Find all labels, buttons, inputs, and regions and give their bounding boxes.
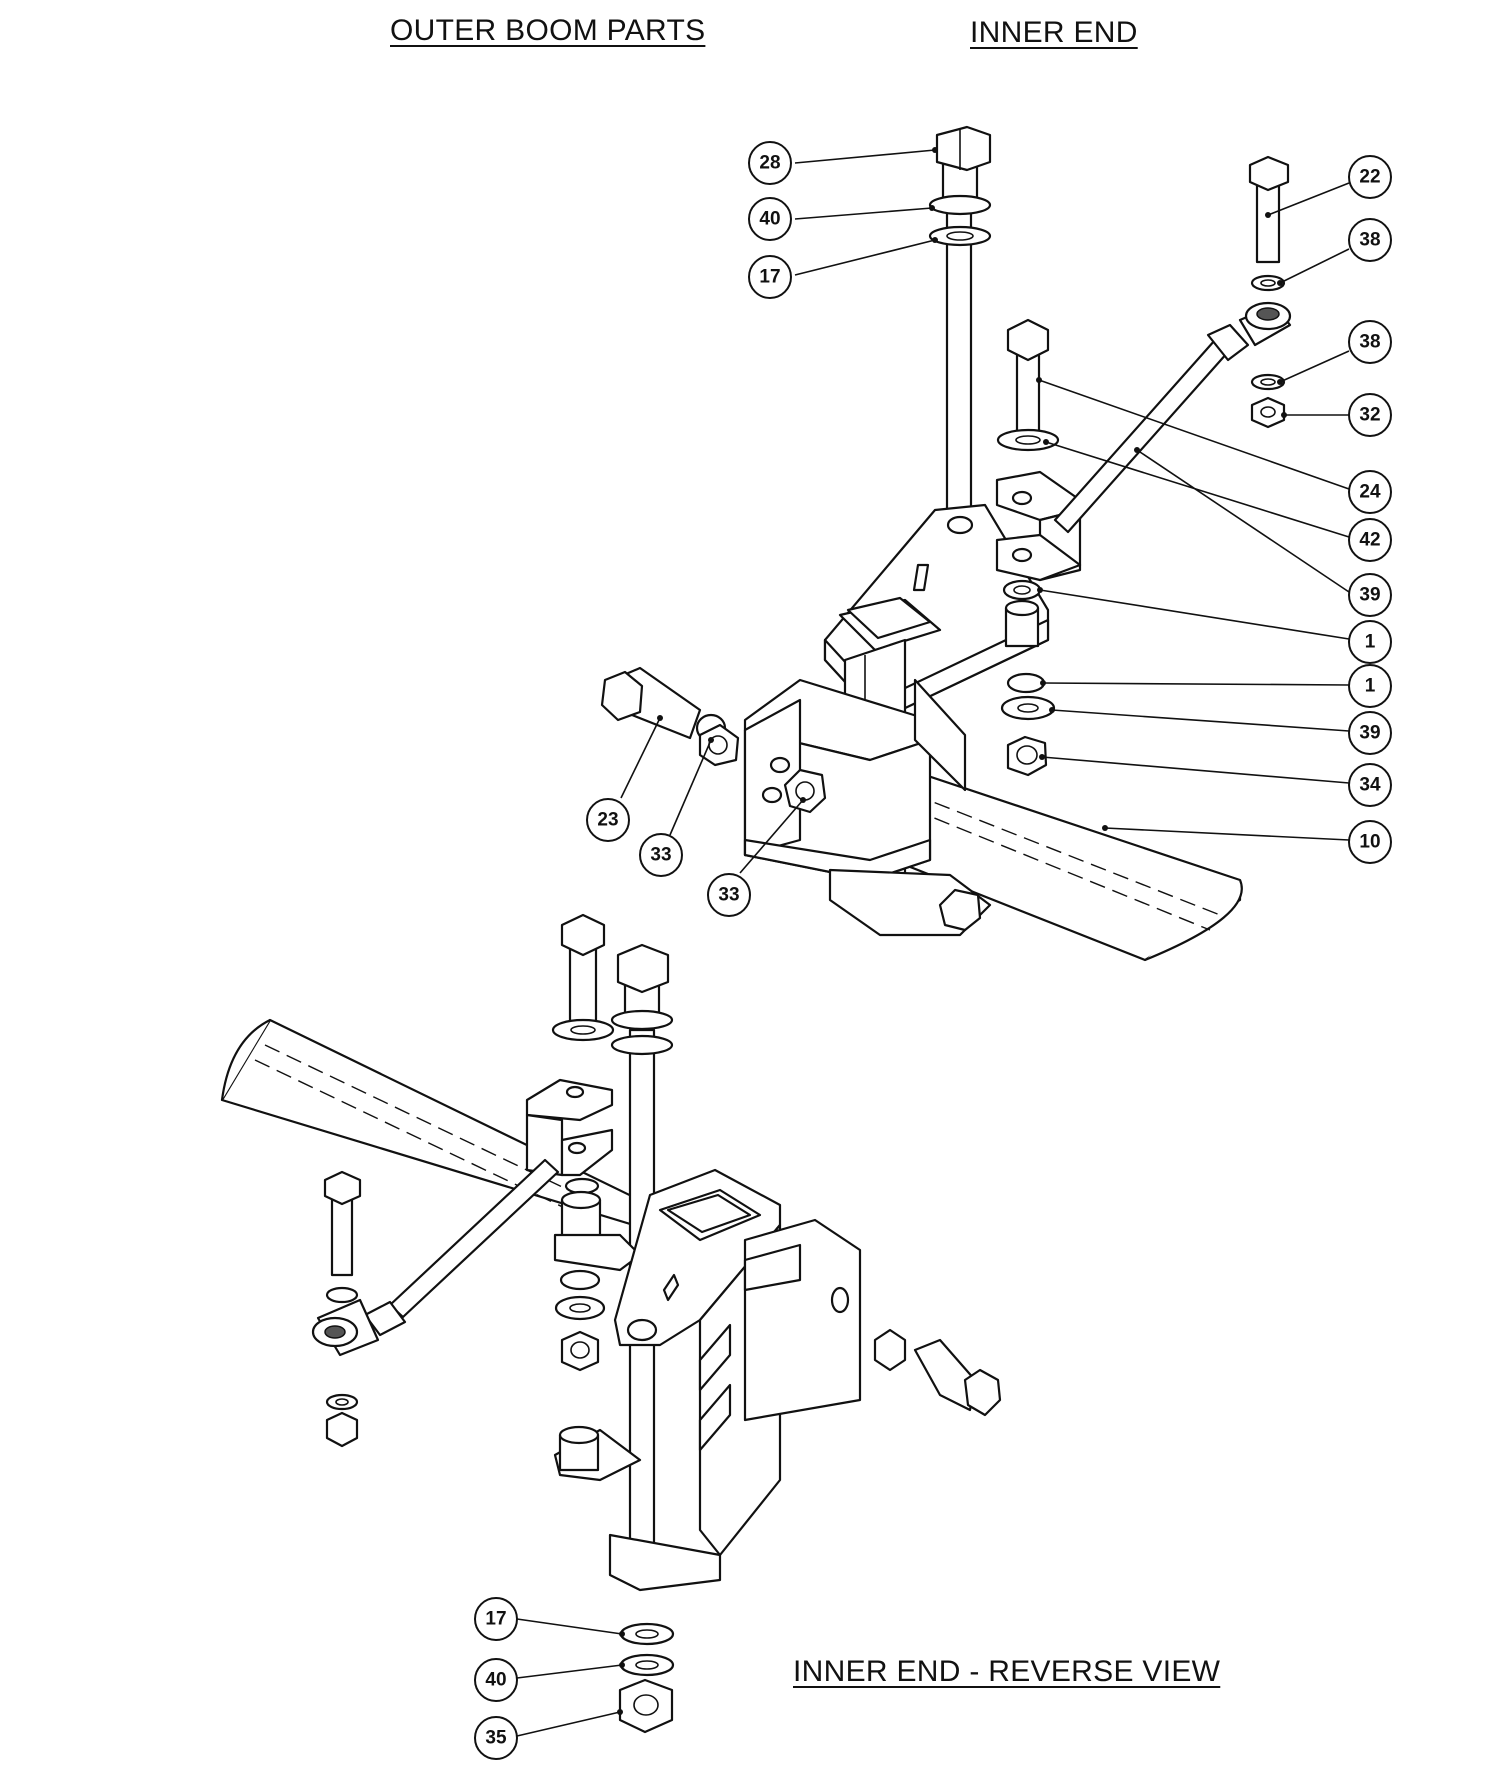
callout-38-lower: 38 — [1348, 320, 1392, 364]
svg-text:33: 33 — [650, 845, 671, 866]
callout-17-top: 17 — [748, 255, 792, 299]
inner-end-title: INNER END — [970, 16, 1138, 49]
svg-text:22: 22 — [1359, 167, 1380, 188]
clevis-body — [743, 638, 992, 937]
callout-39-lower: 39 — [1348, 711, 1392, 755]
reverse-pivot-bracket — [553, 1168, 862, 1592]
inner-end-assembly — [600, 125, 1292, 962]
reverse-view-title: INNER END - REVERSE VIEW — [793, 1655, 1221, 1688]
svg-text:42: 42 — [1359, 530, 1380, 551]
reverse-rod-end-bolt — [323, 1170, 362, 1448]
callout-17-bottom: 17 — [474, 1597, 518, 1641]
callout-35: 35 — [474, 1716, 518, 1760]
svg-text:35: 35 — [485, 1728, 507, 1749]
reverse-rod-clip — [525, 1078, 614, 1177]
leader-lines — [516, 147, 1350, 1737]
callout-1-lower: 1 — [1348, 664, 1392, 708]
callout-42: 42 — [1348, 518, 1392, 562]
svg-text:38: 38 — [1359, 332, 1380, 353]
svg-text:40: 40 — [759, 209, 780, 230]
svg-text:1: 1 — [1365, 676, 1376, 697]
callout-34: 34 — [1348, 763, 1392, 807]
callout-40-top: 40 — [748, 197, 792, 241]
callout-32: 32 — [1348, 393, 1392, 437]
reverse-bottom-hardware — [618, 1622, 675, 1734]
callout-38-upper: 38 — [1348, 218, 1392, 262]
svg-text:39: 39 — [1359, 585, 1380, 606]
svg-text:10: 10 — [1359, 832, 1380, 853]
spacer-stack — [1000, 579, 1056, 777]
callout-24: 24 — [1348, 470, 1392, 514]
callout-10: 10 — [1348, 820, 1392, 864]
svg-text:23: 23 — [597, 810, 618, 831]
svg-text:24: 24 — [1359, 482, 1381, 503]
callout-22: 22 — [1348, 155, 1392, 199]
callout-23: 23 — [586, 798, 630, 842]
svg-text:1: 1 — [1365, 632, 1376, 653]
callout-1-upper: 1 — [1348, 620, 1392, 664]
reverse-view-assembly — [220, 913, 1002, 1734]
svg-text:33: 33 — [718, 885, 739, 906]
svg-text:34: 34 — [1359, 775, 1381, 796]
outer-boom-parts-title: OUTER BOOM PARTS — [390, 14, 706, 47]
boom-tube — [878, 758, 1243, 962]
reverse-spacer-stack — [553, 1177, 642, 1372]
callout-40-bottom: 40 — [474, 1658, 518, 1702]
svg-text:28: 28 — [759, 153, 780, 174]
callout-33-right: 33 — [707, 873, 751, 917]
tie-rod — [1053, 301, 1292, 534]
svg-text:40: 40 — [485, 1670, 506, 1691]
svg-text:39: 39 — [1359, 723, 1380, 744]
reverse-clip-bolt — [551, 913, 615, 1042]
callout-28: 28 — [748, 141, 792, 185]
svg-text:38: 38 — [1359, 230, 1380, 251]
svg-text:17: 17 — [485, 1609, 506, 1630]
callout-39-upper: 39 — [1348, 573, 1392, 617]
main-pin — [928, 125, 992, 522]
svg-text:32: 32 — [1359, 405, 1380, 426]
callout-33-left: 33 — [639, 833, 683, 877]
rod-end-bolt — [1248, 155, 1290, 429]
reverse-side-bolt — [873, 1328, 1002, 1417]
svg-text:17: 17 — [759, 267, 780, 288]
rod-clip-bracket — [995, 318, 1082, 582]
reverse-tie-rod — [311, 1158, 560, 1357]
